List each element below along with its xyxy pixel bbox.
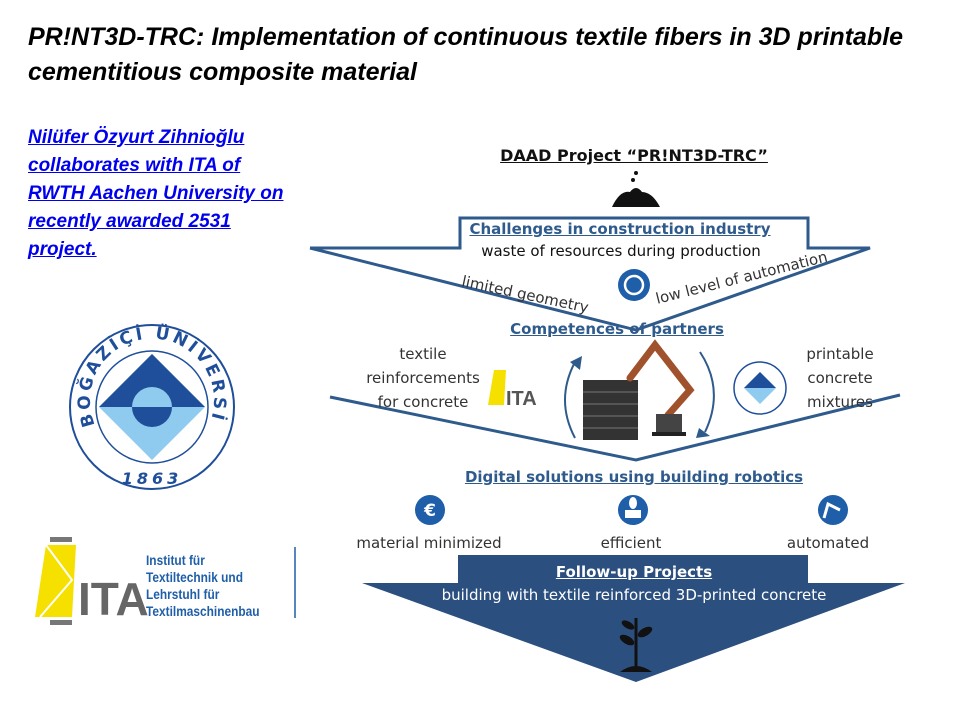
ita-institute-name: Institut für Textiltechnik und Lehrstuhl…: [146, 552, 260, 620]
ita-logo: ITA: [35, 537, 296, 625]
svg-text:ITA: ITA: [78, 573, 149, 625]
svg-text:€: €: [423, 501, 436, 521]
project-title: DAAD Project “PR!NT3D-TRC”: [500, 146, 768, 165]
competence-line: printable: [806, 345, 874, 363]
digital-item-automated: automated: [786, 534, 870, 552]
ita-line: Institut für: [146, 552, 205, 568]
competence-line: concrete: [807, 369, 873, 387]
ita-line: Lehrstuhl für: [146, 586, 220, 602]
euro-icon: €: [415, 495, 445, 525]
bogazici-small-logo: [733, 361, 787, 415]
globe-icon: [618, 269, 650, 301]
robot-printing-wall-image: [583, 339, 695, 440]
cycle-arrow-right: [699, 351, 715, 433]
followup-arrow: [362, 555, 905, 682]
ita-small-logo: ITA: [488, 370, 537, 410]
digital-item-material: material minimized: [356, 534, 502, 552]
cycle-arrow-left: [564, 361, 576, 439]
digital-heading: Digital solutions using building robotic…: [464, 468, 804, 486]
competence-line: textile: [399, 345, 447, 363]
robot-arm-icon: [818, 495, 848, 525]
challenge-item: waste of resources during production: [481, 242, 761, 260]
competence-right: printable concrete mixtures: [806, 342, 873, 414]
competences-heading: Competences of partners: [510, 320, 724, 338]
ita-line: Textiltechnik und: [146, 569, 243, 585]
slide-title: PR!NT3D-TRC: Implementation of continuou…: [28, 23, 904, 86]
ita-line: Textilmaschinenbau: [146, 603, 260, 619]
news-link[interactable]: Nilüfer Özyurt Zihnioğlu collaborates wi…: [28, 127, 284, 260]
plant-icon: [619, 618, 653, 672]
digital-item-efficient: efficient: [600, 534, 662, 552]
svg-text:ITA: ITA: [506, 388, 537, 410]
factory-leaf-icon: [618, 495, 648, 525]
soil-icon: [612, 171, 660, 207]
competence-line: mixtures: [807, 393, 873, 411]
followup-text: building with textile reinforced 3D-prin…: [441, 586, 827, 604]
competence-line: reinforcements: [366, 369, 480, 387]
followup-heading: Follow-up Projects: [555, 563, 713, 581]
competences-chevron: [329, 393, 901, 462]
competence-line: for concrete: [377, 393, 469, 411]
challenges-heading: Challenges in construction industry: [469, 220, 771, 238]
bogazici-logo: BOĞAZİÇİ ÜNİVERSİTESİ 1863: [0, 0, 235, 490]
svg-text:1863: 1863: [122, 469, 183, 488]
competence-left: textile reinforcements for concrete: [366, 342, 480, 414]
challenges-chevron: [309, 216, 871, 332]
